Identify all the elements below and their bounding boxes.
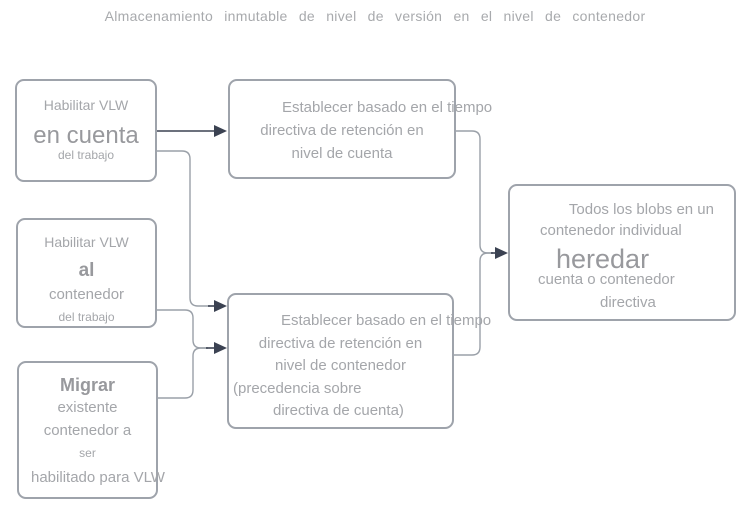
node-text-line: Habilitar VLW bbox=[44, 234, 129, 250]
edge-account-policy-to-inherit bbox=[454, 130, 493, 254]
node-text-line: en cuenta bbox=[33, 122, 139, 149]
node-migrate-existing-container: Migrar existente contenedor a ser habili… bbox=[17, 361, 165, 499]
node-text-line: existente bbox=[57, 399, 118, 416]
node-account-retention-policy: Establecer basado en el tiempo directiva… bbox=[228, 79, 493, 179]
node-text-line: heredar bbox=[556, 244, 650, 274]
arrowhead-icon bbox=[495, 247, 508, 259]
node-text-line: nivel de cuenta bbox=[291, 145, 393, 162]
node-text-line: del trabajo bbox=[57, 148, 115, 162]
arrowhead-icon bbox=[214, 342, 227, 354]
node-text-line: al bbox=[78, 260, 95, 281]
node-text-line: contenedor a bbox=[43, 422, 132, 439]
node-text-line: directiva de retención en bbox=[258, 334, 423, 352]
node-text-line: directiva de retención en bbox=[260, 122, 424, 139]
node-text-line: cuenta o contenedor bbox=[538, 271, 675, 288]
node-enable-vlw-account: Habilitar VLW en cuenta del trabajo bbox=[15, 79, 157, 182]
node-text-line: habilitado para VLW bbox=[31, 469, 165, 486]
node-text-line: Migrar bbox=[59, 375, 115, 395]
node-text-line: directiva bbox=[600, 294, 656, 311]
arrowhead-icon bbox=[214, 125, 227, 137]
node-enable-vlw-container: Habilitar VLW al contenedor del trabajo bbox=[16, 218, 157, 328]
node-blobs-inherit-policy: Todos los blobs en un contenedor individ… bbox=[508, 184, 736, 321]
node-container-retention-policy: Establecer basado en el tiempo directiva… bbox=[227, 293, 492, 429]
edge-container-to-container-policy bbox=[155, 309, 208, 349]
node-text-line: contenedor bbox=[48, 286, 125, 303]
edge-migrate-to-container-policy bbox=[155, 347, 208, 399]
node-text-line: Establecer basado en el tiempo bbox=[282, 99, 493, 116]
node-text-line: Habilitar VLW bbox=[43, 97, 129, 113]
diagram-title: Almacenamiento inmutable de nivel de ver… bbox=[104, 8, 646, 24]
edge-container-policy-to-inherit bbox=[454, 252, 493, 356]
node-text-line: ser bbox=[79, 446, 96, 460]
edge-account-to-container-policy bbox=[155, 150, 210, 307]
node-text-line: Todos los blobs en un bbox=[568, 201, 714, 218]
node-text-line: del trabajo bbox=[58, 310, 115, 324]
arrowhead-icon bbox=[214, 300, 227, 312]
node-text-line: directiva de cuenta) bbox=[273, 402, 404, 419]
node-text-line: (precedencia sobre bbox=[233, 379, 362, 397]
node-text-line: contenedor individual bbox=[540, 222, 682, 239]
node-text-line: nivel de contenedor bbox=[275, 357, 406, 374]
node-text-line: Establecer basado en el tiempo bbox=[281, 312, 492, 329]
